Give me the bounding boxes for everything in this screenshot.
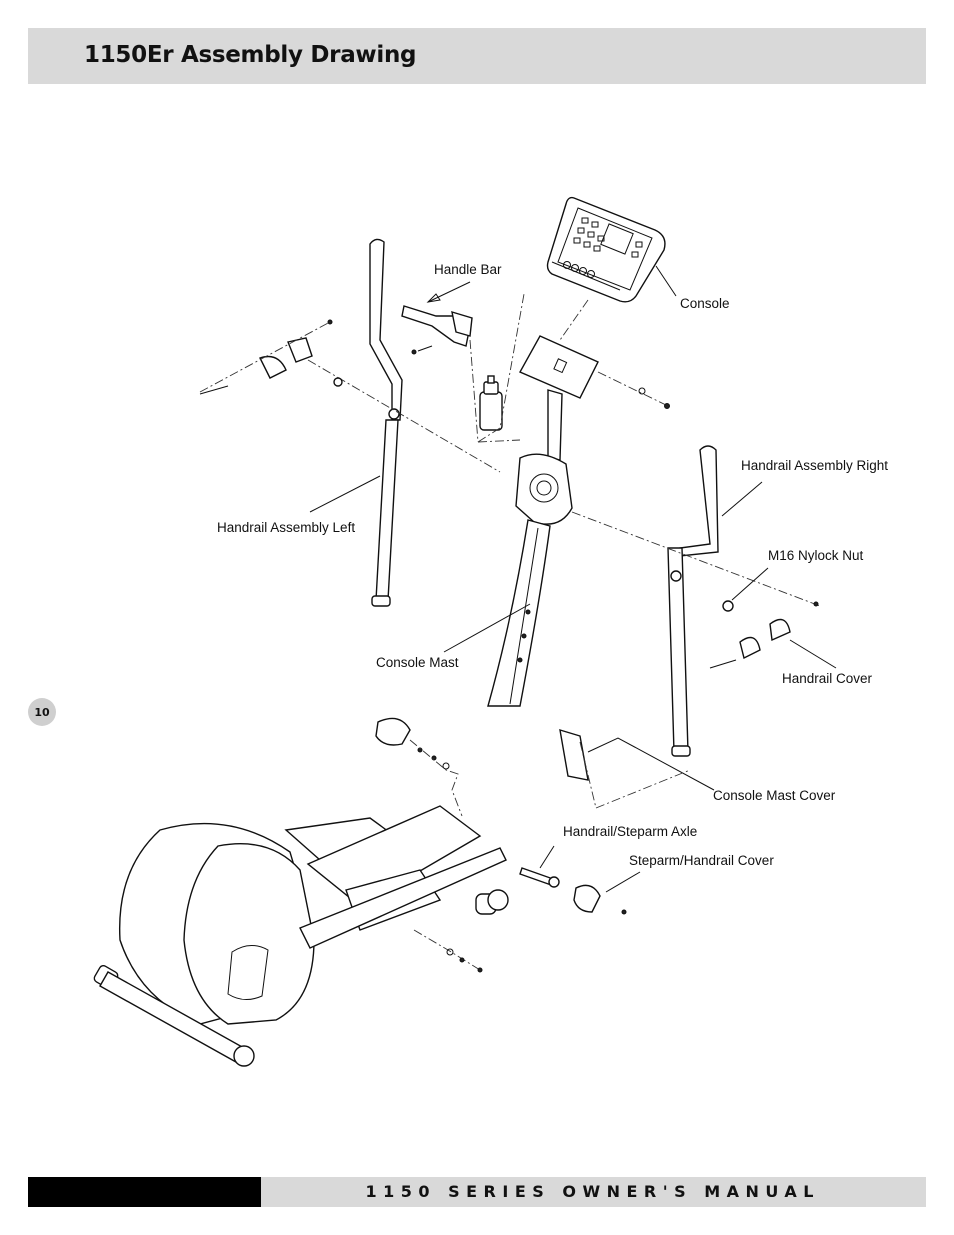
callout-handle-bar: Handle Bar [434, 262, 502, 277]
footer-gray-bar: 1150 SERIES OWNER'S MANUAL [261, 1177, 926, 1207]
callout-handrail-cover: Handrail Cover [782, 671, 873, 686]
page-number: 10 [28, 698, 56, 726]
console-part [546, 196, 666, 303]
callout-handrail-assembly-right: Handrail Assembly Right [741, 458, 889, 473]
footer-black-bar [28, 1177, 261, 1207]
handrail-right-part [667, 445, 719, 757]
callout-console-mast: Console Mast [376, 655, 459, 670]
callout-handrail-assembly-left: Handrail Assembly Left [217, 520, 356, 535]
callout-steparm-handrail-cover: Steparm/Handrail Cover [629, 853, 774, 868]
header-band: 1150Er Assembly Drawing [28, 28, 926, 84]
footer-manual-title: 1150 SERIES OWNER'S MANUAL [365, 1182, 820, 1201]
callout-handrail-steparm-axle: Handrail/Steparm Axle [563, 824, 698, 839]
handrail-left-part [369, 238, 403, 607]
callout-m16-nylock-nut: M16 Nylock Nut [768, 548, 864, 563]
console-mast-part [487, 389, 573, 707]
callout-console: Console [680, 296, 730, 311]
water-bottle-part [479, 375, 503, 431]
base-frame-part [93, 805, 509, 1067]
callout-console-mast-cover: Console Mast Cover [713, 788, 836, 803]
page-title: 1150Er Assembly Drawing [84, 42, 417, 68]
